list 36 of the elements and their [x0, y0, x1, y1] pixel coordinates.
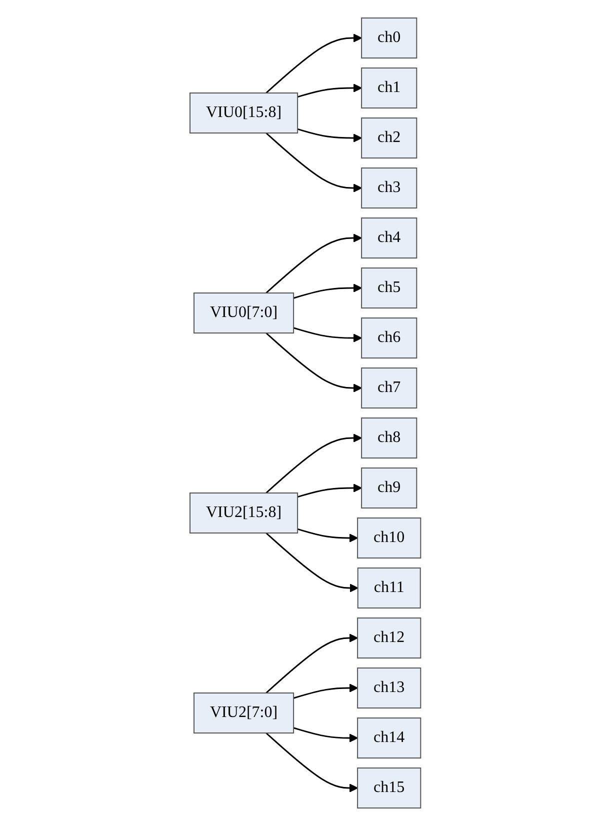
arrow [294, 283, 362, 298]
node-box: ch11 [358, 567, 422, 608]
node-box: VIU2[7:0] [194, 692, 294, 733]
node-box: ch12 [357, 617, 422, 658]
node-box: ch8 [361, 417, 418, 458]
arrow [266, 732, 358, 792]
node-box: ch6 [361, 317, 418, 358]
arrow [294, 726, 358, 742]
arrow [298, 128, 362, 142]
node-box: VIU0[7:0] [194, 292, 294, 333]
arrow [266, 532, 358, 592]
arrow [266, 233, 362, 294]
arrow [298, 83, 362, 98]
node-box: ch14 [357, 717, 422, 758]
node-box: ch4 [361, 217, 418, 258]
arrow [266, 33, 362, 94]
arrow [266, 633, 358, 694]
arrow [294, 683, 358, 698]
arrow [266, 433, 362, 494]
node-box: ch1 [361, 67, 418, 108]
node-box: ch13 [357, 667, 422, 708]
node-box: ch2 [361, 117, 418, 158]
node-box: ch10 [357, 517, 422, 558]
node-box: ch9 [361, 467, 418, 508]
arrow [266, 332, 362, 392]
node-box: ch5 [361, 267, 418, 308]
arrow [298, 528, 358, 542]
arrow [266, 132, 362, 192]
node-box: VIU2[15:8] [190, 492, 298, 533]
arrow [294, 326, 362, 342]
arrow [298, 483, 362, 498]
node-box: ch0 [361, 17, 418, 58]
node-box: ch15 [357, 767, 422, 808]
node-box: VIU0[15:8] [190, 92, 298, 133]
node-box: ch3 [361, 167, 418, 208]
node-box: ch7 [361, 367, 418, 408]
